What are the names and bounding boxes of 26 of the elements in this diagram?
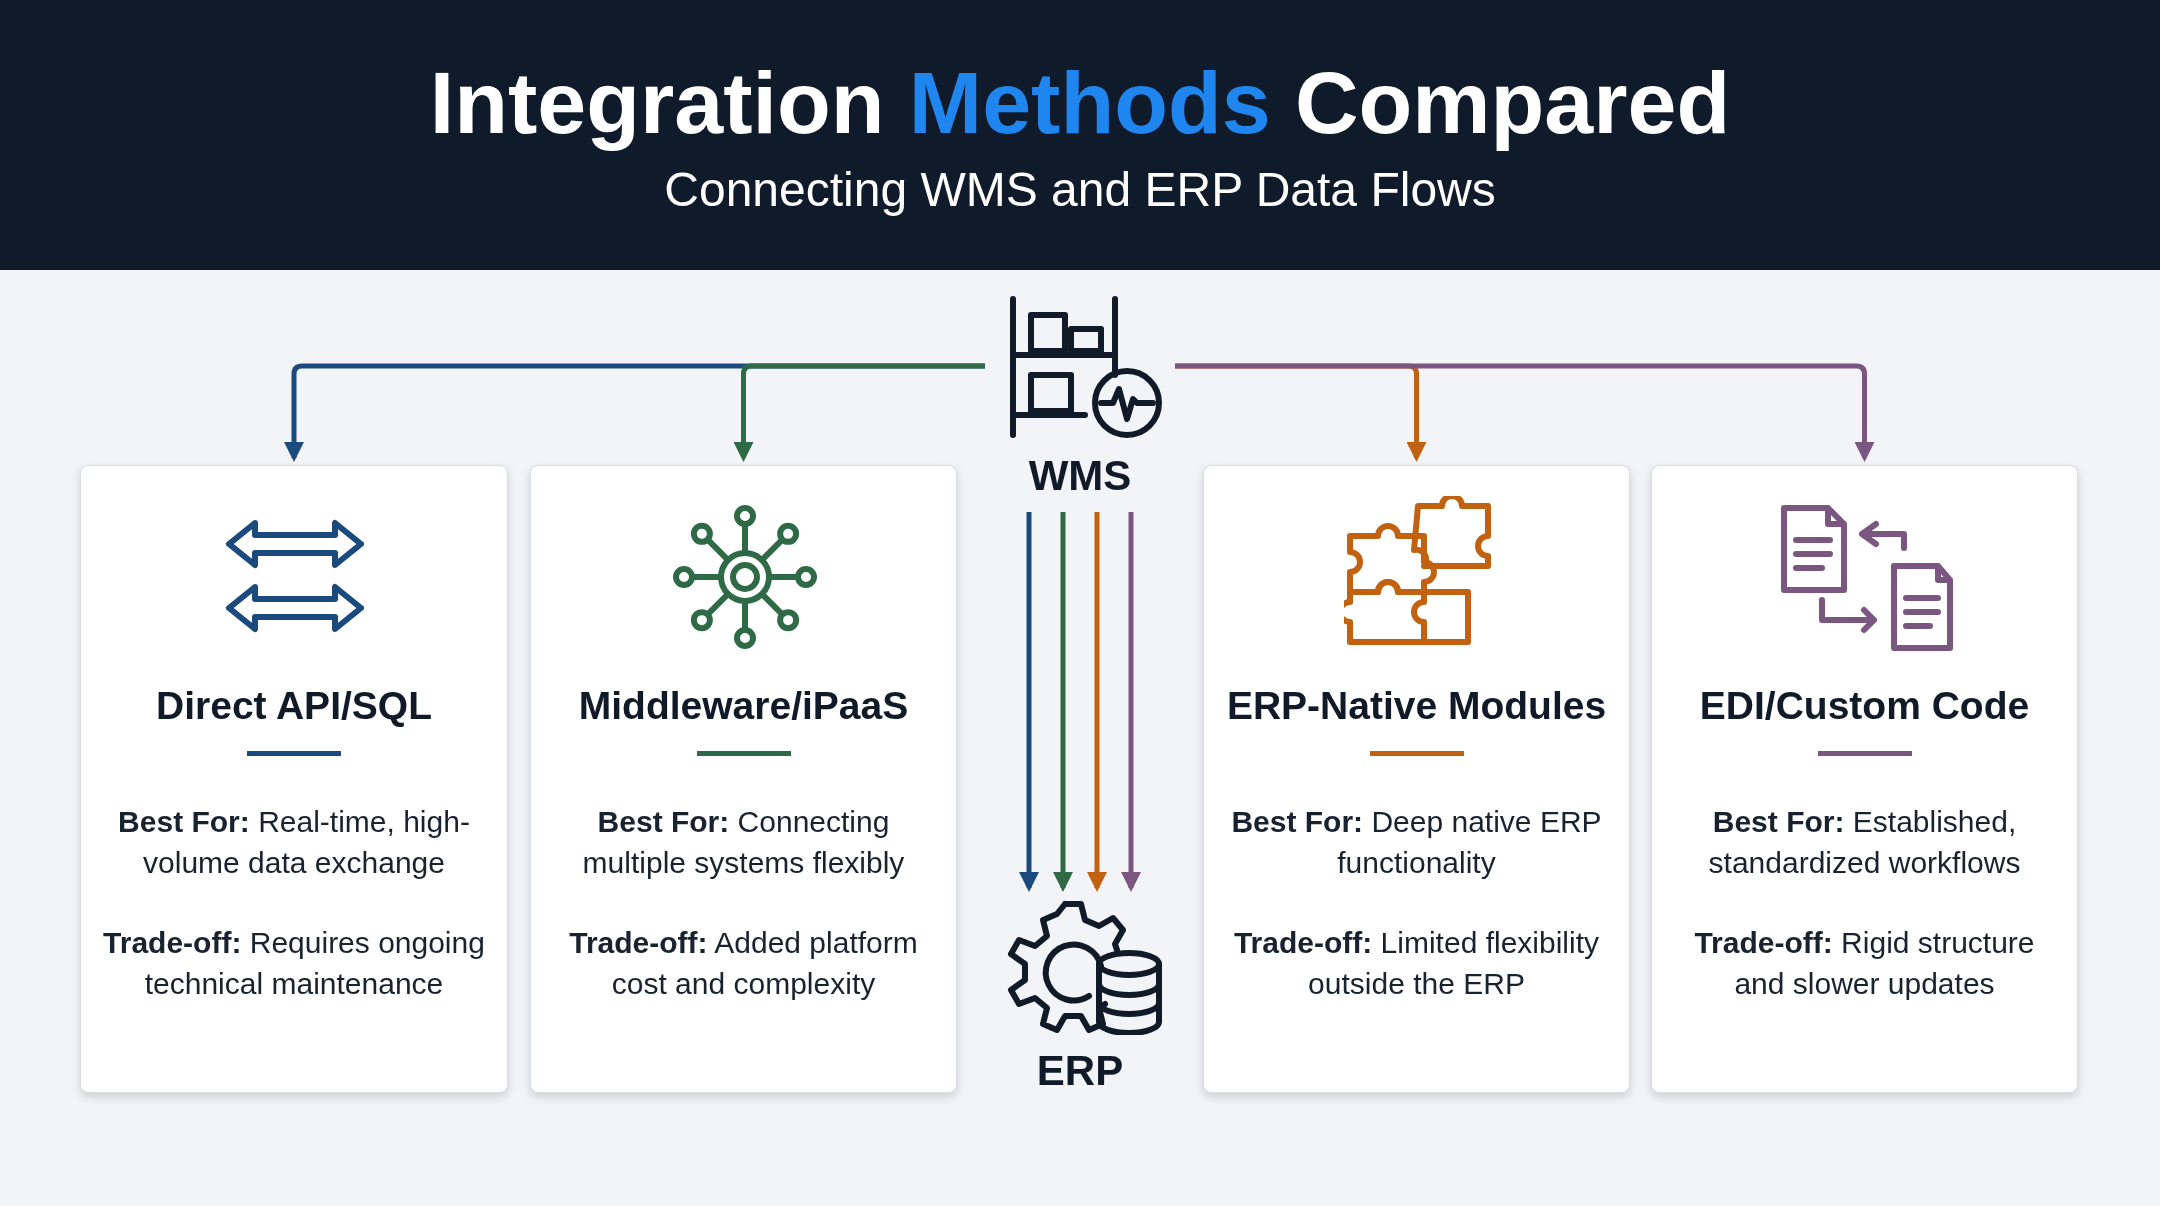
card-heading: EDI/Custom Code — [1698, 684, 2031, 728]
card-heading: Direct API/SQL — [155, 684, 433, 728]
arrow — [733, 363, 985, 462]
card-text: Best For: Deep native ERP functionality — [1230, 804, 1603, 881]
card-text: Best For: Real-time, high-volume data exchange — [117, 804, 471, 881]
arrow — [1053, 512, 1073, 892]
card-heading: Middleware/iPaaS — [577, 684, 910, 728]
arrow — [1121, 512, 1141, 892]
card-text: Trade-off: Rigid structure and slower updates — [1693, 925, 2036, 1002]
method-card — [1651, 465, 2078, 1093]
method-card — [1203, 465, 1630, 1093]
system-label: WMS — [1027, 452, 1133, 500]
card-text: Trade-off: Added platform cost and complexity — [568, 925, 919, 1002]
arrow — [1019, 512, 1039, 892]
method-card — [80, 465, 508, 1093]
method-card — [530, 465, 957, 1093]
arrow — [1175, 363, 1875, 462]
title: Integration Methods Compared — [428, 52, 1732, 154]
card-text: Best For: Established, standardized workflows — [1707, 804, 2022, 881]
card-text: Trade-off: Requires ongoing technical maintenance — [102, 925, 486, 1002]
card-text: Trade-off: Limited flexibility outside the ERP — [1232, 925, 1601, 1002]
card-heading: ERP-Native Modules — [1225, 684, 1608, 728]
arrow — [1087, 512, 1107, 892]
system-label: ERP — [1035, 1047, 1125, 1095]
subtitle: Connecting WMS and ERP Data Flows — [663, 162, 1497, 217]
card-text: Best For: Connecting multiple systems flexibly — [581, 804, 906, 881]
